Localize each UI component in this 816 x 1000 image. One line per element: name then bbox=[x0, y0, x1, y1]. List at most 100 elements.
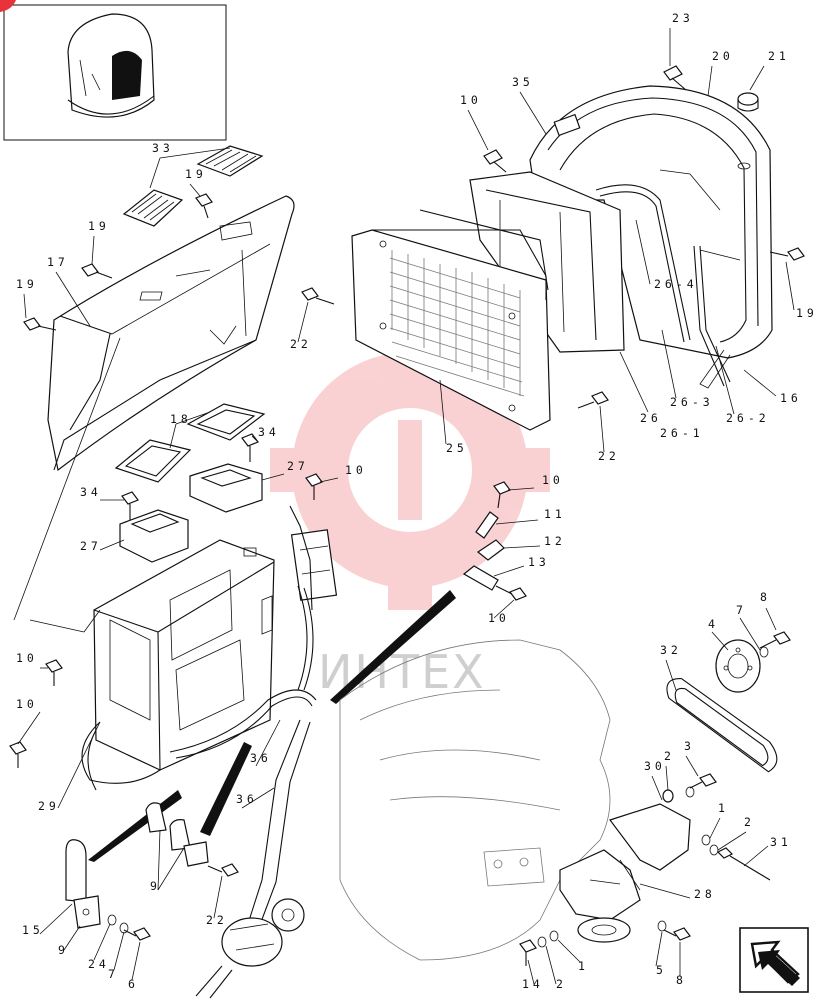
callout-c9a: 9 bbox=[150, 879, 161, 893]
bolt-19c bbox=[23, 317, 57, 331]
callout-c36a: 36 bbox=[250, 751, 272, 765]
callout-c28: 28 bbox=[694, 887, 716, 901]
callout-c8a: 8 bbox=[760, 590, 771, 604]
duct-27 bbox=[119, 463, 263, 563]
callout-c1a: 1 bbox=[718, 801, 729, 815]
bolt-19d bbox=[769, 247, 805, 261]
callout-c25: 25 bbox=[446, 441, 468, 455]
mount-bracket-28 bbox=[559, 803, 691, 943]
callout-c32: 32 bbox=[660, 643, 682, 657]
callout-c33: 33 bbox=[152, 141, 174, 155]
callout-c261: 26-1 bbox=[660, 426, 704, 440]
callout-c22c: 22 bbox=[206, 913, 228, 927]
callout-c9b: 9 bbox=[58, 943, 69, 957]
gasket-18 bbox=[114, 403, 266, 483]
corner-badge bbox=[0, 0, 16, 12]
callout-c29: 29 bbox=[38, 799, 60, 813]
bolt-14 bbox=[519, 939, 537, 966]
bolt-10f bbox=[9, 741, 27, 768]
pump bbox=[195, 898, 305, 999]
callout-c19a: 19 bbox=[185, 167, 207, 181]
bracket-15 bbox=[65, 839, 101, 929]
bolt-22a bbox=[301, 287, 335, 305]
callout-c14: 14 bbox=[522, 977, 544, 991]
vent-33b bbox=[196, 145, 264, 177]
callout-c2b: 2 bbox=[744, 815, 755, 829]
vent-33a bbox=[122, 189, 184, 227]
callout-c13: 13 bbox=[528, 555, 550, 569]
callout-c10a: 10 bbox=[460, 93, 482, 107]
bolt-10a bbox=[483, 149, 507, 173]
callout-c1b: 1 bbox=[578, 959, 589, 973]
bolt-31 bbox=[716, 847, 771, 881]
bolt-8b bbox=[663, 927, 691, 941]
leader-lines bbox=[13, 28, 795, 985]
callout-c10b: 10 bbox=[345, 463, 367, 477]
callout-c7b: 7 bbox=[108, 967, 119, 981]
clip-9 bbox=[145, 802, 209, 867]
callout-c31: 31 bbox=[770, 835, 792, 849]
callout-c22a: 22 bbox=[290, 337, 312, 351]
callout-c26: 26 bbox=[640, 411, 662, 425]
callout-c262: 26-2 bbox=[726, 411, 770, 425]
callout-c10c: 10 bbox=[542, 473, 564, 487]
side-cover bbox=[47, 195, 295, 472]
return-arrow-icon[interactable] bbox=[739, 927, 809, 993]
callout-c7a: 7 bbox=[736, 603, 747, 617]
bolt-10b bbox=[305, 473, 323, 500]
callout-c24: 24 bbox=[88, 957, 110, 971]
clamp-set bbox=[462, 511, 505, 591]
callout-c10e: 10 bbox=[16, 651, 38, 665]
callout-c10f: 10 bbox=[16, 697, 38, 711]
valve-assembly bbox=[289, 505, 338, 611]
callout-c11: 11 bbox=[544, 507, 566, 521]
bolt-34a bbox=[241, 433, 259, 462]
hose-lines bbox=[81, 585, 317, 931]
callout-c12: 12 bbox=[544, 534, 566, 548]
callout-c27b: 27 bbox=[80, 539, 102, 553]
bolt-8a bbox=[759, 631, 791, 649]
bolt-22c bbox=[207, 863, 239, 877]
callout-c8b: 8 bbox=[676, 973, 687, 987]
pulley-4 bbox=[715, 639, 761, 693]
callout-c34a: 34 bbox=[258, 425, 280, 439]
grille-holes bbox=[389, 250, 525, 397]
callout-c5: 5 bbox=[656, 963, 667, 977]
seal-strips bbox=[595, 184, 731, 387]
callout-c22b: 22 bbox=[598, 449, 620, 463]
callout-c19b: 19 bbox=[88, 219, 110, 233]
hood-cover bbox=[529, 85, 773, 389]
bolt-19a bbox=[195, 193, 213, 219]
frame-35 bbox=[469, 113, 625, 353]
callout-c23: 23 bbox=[672, 11, 694, 25]
callout-c30: 30 bbox=[644, 759, 666, 773]
belt-32 bbox=[666, 678, 778, 773]
callout-c36b: 36 bbox=[236, 792, 258, 806]
grille-panel bbox=[351, 209, 551, 431]
callout-c17: 17 bbox=[47, 255, 69, 269]
callout-c21: 21 bbox=[768, 49, 790, 63]
bolt-34b bbox=[121, 491, 139, 520]
callout-c2c: 2 bbox=[556, 977, 567, 991]
callout-c34b: 34 bbox=[80, 485, 102, 499]
callout-c20: 20 bbox=[712, 49, 734, 63]
bolt-6 bbox=[123, 927, 151, 941]
heater-unit bbox=[93, 539, 275, 771]
callout-c263: 26-3 bbox=[670, 395, 714, 409]
bolt-19b bbox=[81, 263, 113, 279]
callout-c19c: 19 bbox=[16, 277, 38, 291]
callout-c4: 4 bbox=[708, 617, 719, 631]
callout-c35: 35 bbox=[512, 75, 534, 89]
engine-outline bbox=[339, 639, 611, 961]
bolt-10e bbox=[45, 659, 63, 686]
callout-c15: 15 bbox=[22, 923, 44, 937]
callout-c264: 26-4 bbox=[654, 277, 698, 291]
callout-c6: 6 bbox=[128, 977, 139, 991]
bolt-set bbox=[9, 65, 805, 966]
callout-c27a: 27 bbox=[287, 459, 309, 473]
bolt-3a bbox=[689, 773, 717, 789]
callout-c18: 18 bbox=[170, 412, 192, 426]
callout-c2a: 2 bbox=[664, 749, 675, 763]
bolt-23 bbox=[663, 65, 687, 91]
